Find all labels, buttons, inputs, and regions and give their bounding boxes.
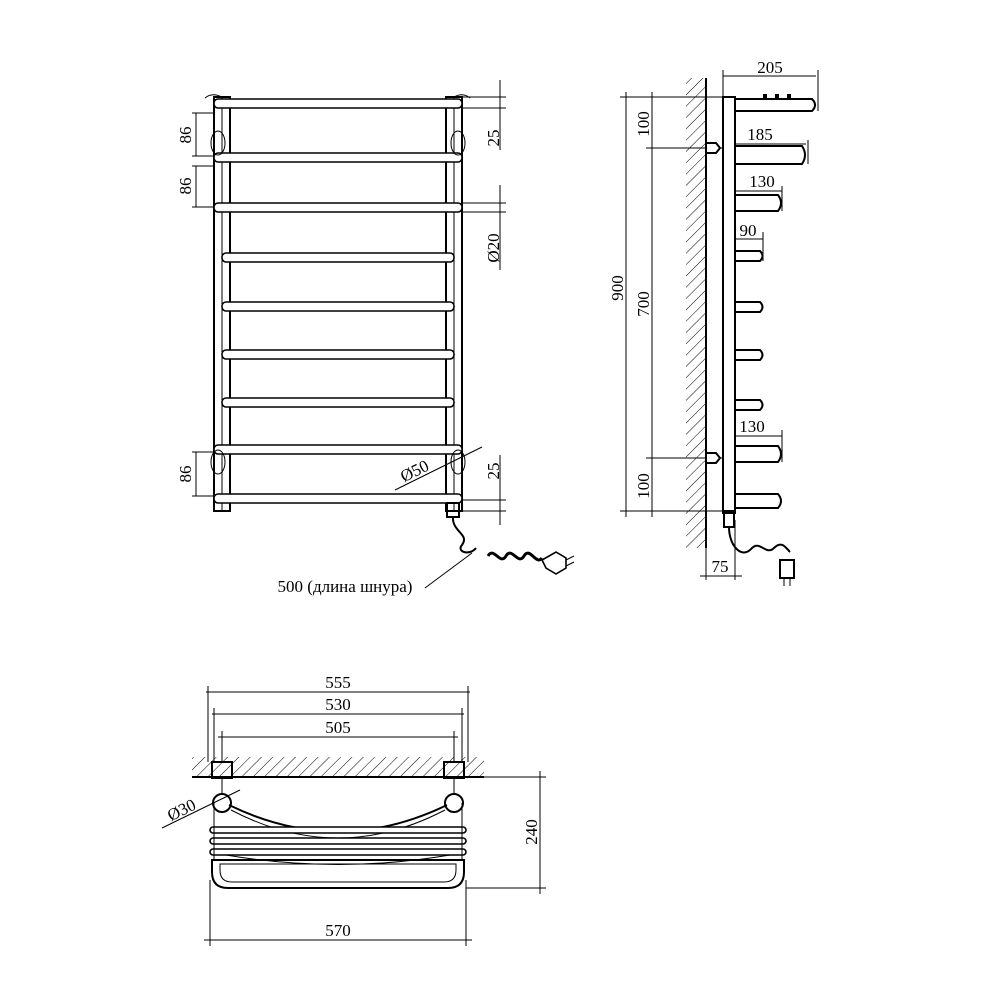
dim-top-offset: 25 — [484, 130, 503, 147]
mount-disc — [450, 130, 466, 156]
cord-coil — [486, 551, 544, 562]
side-bar — [735, 301, 764, 313]
bar — [213, 152, 463, 163]
bar — [213, 444, 463, 455]
side-view: 900 700 100 100 205 185 130 90 130 75 — [608, 58, 819, 586]
side-bars — [735, 98, 816, 509]
bar — [213, 202, 463, 213]
side-bar — [735, 493, 782, 509]
dim-depth-4: 90 — [740, 221, 757, 240]
side-power-cord — [728, 526, 791, 554]
top-mount-ball — [444, 793, 464, 813]
top-view: 555 530 505 240 Ø30 570 — [161, 673, 546, 946]
bar — [221, 349, 455, 360]
dim-width-shelf: 570 — [325, 921, 351, 940]
dim-width-inner: 505 — [325, 718, 351, 737]
side-rail — [722, 96, 736, 514]
side-plug-icon — [779, 559, 795, 579]
bar — [213, 493, 463, 504]
dim-top-mount-diameter: Ø30 — [164, 795, 199, 825]
side-bar — [735, 399, 764, 411]
bar — [213, 98, 463, 109]
side-bar — [735, 98, 816, 112]
dim-depth-5: 130 — [739, 417, 765, 436]
dim-mid-pitch: 86 — [176, 178, 195, 195]
side-bar — [735, 194, 782, 212]
top-mount-ball — [212, 793, 232, 813]
top-shelf — [211, 859, 465, 889]
dim-bottom-offset: 25 — [484, 463, 503, 480]
front-view: 86 86 86 25 Ø20 25 Ø50 500 (длина шнура) — [176, 80, 575, 596]
plug-icon — [540, 551, 567, 575]
front-bars — [213, 98, 463, 504]
dim-depth-2: 185 — [747, 125, 773, 144]
dim-depth-top: 205 — [757, 58, 783, 77]
dim-wall-offset: 75 — [712, 557, 729, 576]
dim-depth-3: 130 — [749, 172, 775, 191]
side-bar — [735, 445, 782, 463]
dim-mount-diameter: Ø50 — [397, 456, 432, 486]
wall-hatch — [686, 78, 706, 548]
dim-width-outer: 555 — [325, 673, 351, 692]
dim-total-height: 900 — [608, 275, 627, 301]
mount-disc — [210, 449, 226, 475]
top-bar — [209, 837, 467, 845]
bar — [221, 301, 455, 312]
top-bar — [209, 826, 467, 834]
dim-top-pitch: 86 — [176, 127, 195, 144]
side-bar — [735, 145, 806, 165]
top-wall-hatch — [192, 757, 484, 777]
dim-width-mid: 530 — [325, 695, 351, 714]
dim-depth: 240 — [522, 819, 541, 845]
bar — [221, 252, 455, 263]
dim-bottom-pitch: 86 — [176, 466, 195, 483]
power-cord — [451, 516, 477, 554]
dim-top-gap: 100 — [634, 111, 653, 137]
dim-bottom-gap: 100 — [634, 473, 653, 499]
bar — [221, 397, 455, 408]
wall-mount — [706, 142, 722, 154]
dim-mount-height: 700 — [634, 291, 653, 317]
mount-disc — [210, 130, 226, 156]
top-bar — [209, 848, 467, 856]
dim-tube-diameter: Ø20 — [484, 233, 503, 262]
cord-length-label: 500 (длина шнура) — [278, 577, 413, 596]
wall-mount — [706, 452, 722, 464]
side-bar — [735, 250, 764, 262]
side-bar — [735, 349, 764, 361]
